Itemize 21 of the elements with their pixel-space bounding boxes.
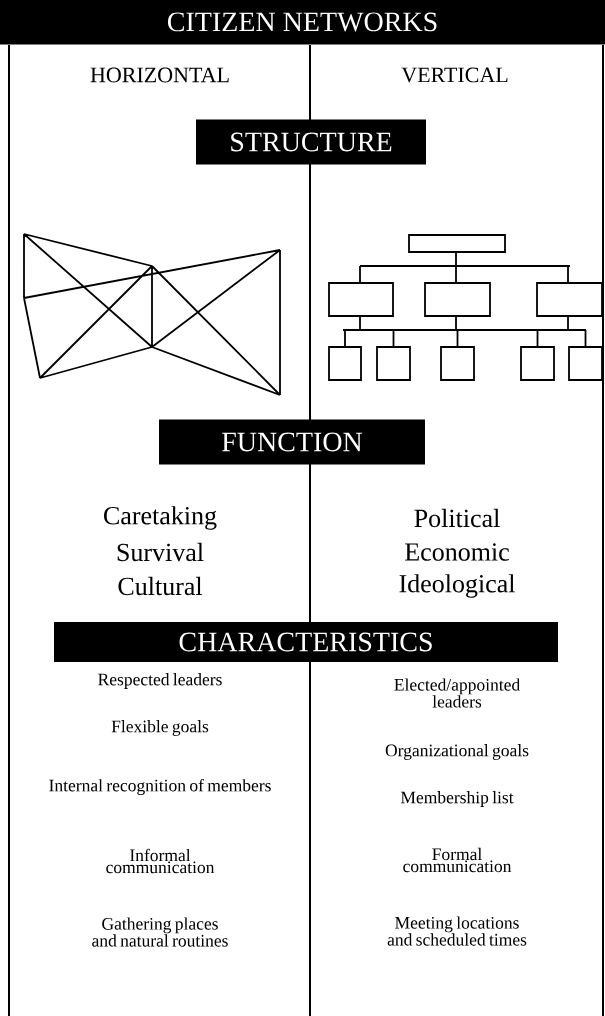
label-text: Cultural: [118, 576, 203, 596]
label-text: Meeting locations and scheduled times: [387, 916, 527, 946]
label-text: Gathering places and natural routines: [92, 917, 228, 947]
heading-bar: CHARACTERISTICS: [54, 622, 558, 662]
heading-bar: CITIZEN NETWORKS: [0, 0, 605, 45]
label-text: Formal communication: [403, 847, 512, 873]
label-text: Elected/appointed leaders: [394, 678, 520, 708]
label-text: HORIZONTAL: [90, 67, 229, 83]
heading-bar: FUNCTION: [159, 419, 425, 465]
label-text: Survival: [117, 542, 204, 562]
label-text: Caretaking: [104, 506, 217, 530]
label-text: Informal communication: [106, 848, 215, 874]
label-text: Membership list: [400, 791, 514, 807]
label-text: VERTICAL: [401, 67, 508, 83]
label-text: Flexible goals: [111, 720, 209, 736]
label-text: Economic: [405, 543, 509, 561]
label-text: Internal recognition of members: [49, 778, 271, 796]
heading-bar: STRUCTURE: [196, 119, 426, 165]
label-text: Ideological: [399, 574, 515, 598]
label-text: Political: [414, 508, 500, 528]
label-text: Organizational goals: [385, 744, 529, 760]
